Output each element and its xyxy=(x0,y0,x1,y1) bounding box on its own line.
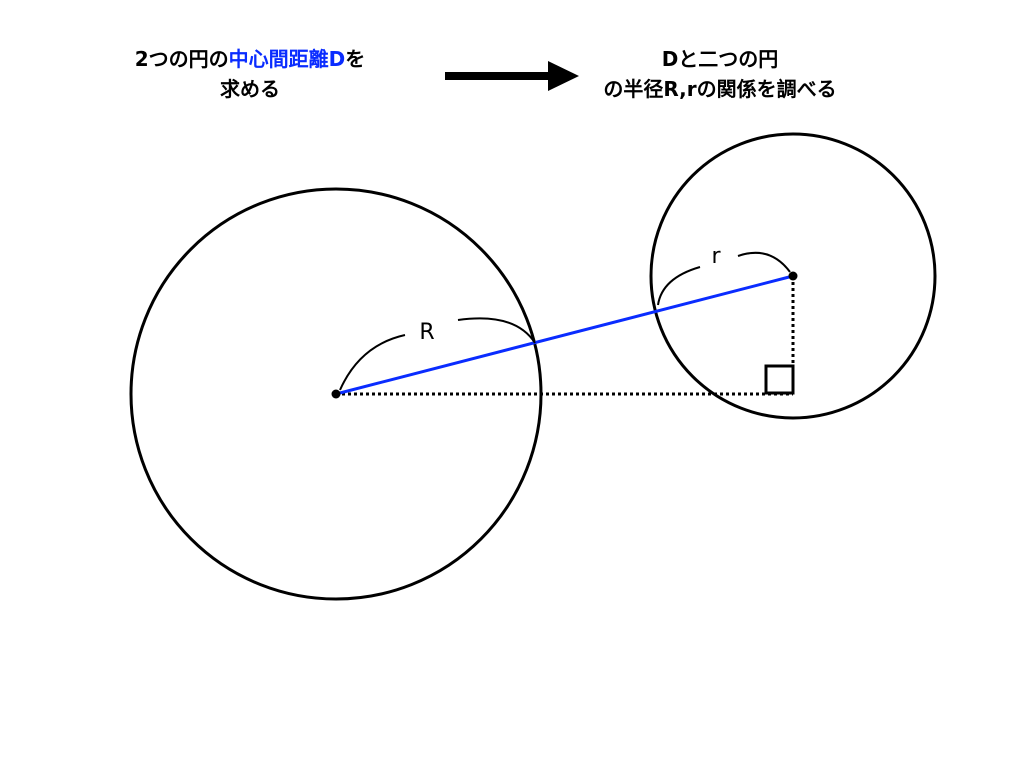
right-title: Dと二つの円 の半径R,rの関係を調べる xyxy=(560,44,880,104)
right-angle-marker xyxy=(764,364,795,395)
right-title-line1: Dと二つの円 xyxy=(661,47,779,71)
small-radius-brace xyxy=(657,251,791,306)
small-radius-label: r xyxy=(711,244,721,269)
left-title-part1: 2つの円の xyxy=(134,47,229,71)
left-title: 2つの円の中心間距離Dを 求める xyxy=(90,44,410,104)
big-center-point xyxy=(331,389,341,399)
arrow-icon xyxy=(445,61,579,91)
left-title-line2: 求める xyxy=(220,77,280,101)
left-title-highlight: 中心間距離D xyxy=(228,47,346,71)
small-center-point xyxy=(788,271,798,281)
small-circle xyxy=(649,132,937,420)
right-title-line2: の半径R,rの関係を調べる xyxy=(603,77,837,101)
big-radius-label: R xyxy=(419,320,434,345)
big-radius-brace xyxy=(339,317,536,391)
center-distance-line xyxy=(335,274,794,396)
left-title-part2: を xyxy=(345,47,366,71)
